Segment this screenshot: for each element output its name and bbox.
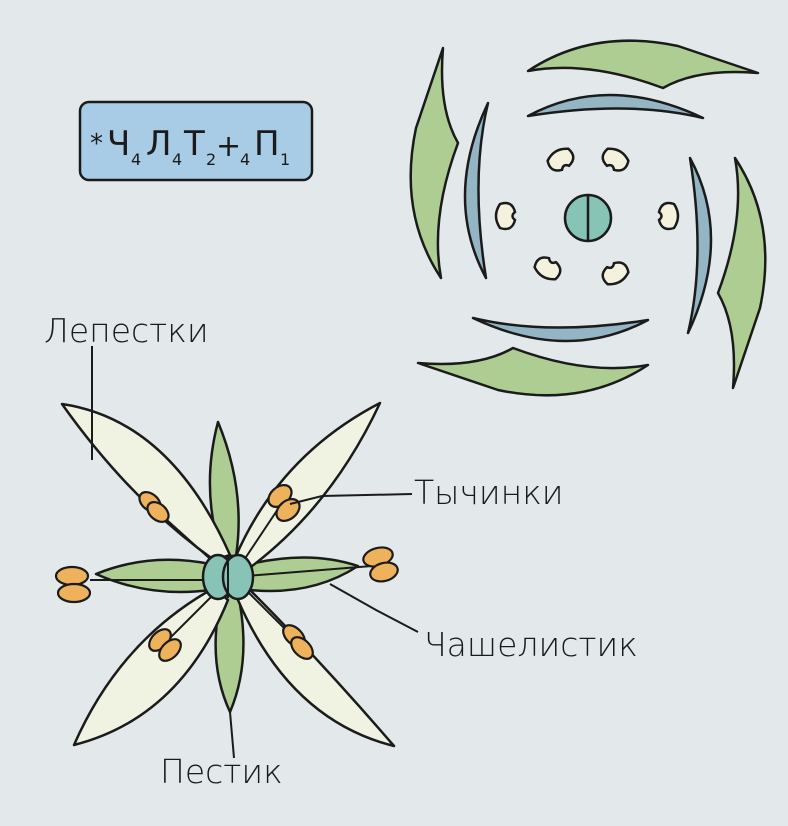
flower-petal-top-left xyxy=(60,402,232,562)
formula-sub-corolla: 4 xyxy=(172,150,182,169)
formula-sub-calyx: 4 xyxy=(131,150,141,169)
diagram-sepal-top xyxy=(526,39,760,90)
formula-symbol-corolla: Л xyxy=(146,124,172,164)
pistil-right-lobe xyxy=(221,553,255,601)
formula-sub-stamens-2: 4 xyxy=(240,150,250,169)
formula-plus: + xyxy=(216,129,241,164)
formula-sub-pistil: 1 xyxy=(280,150,290,169)
flower-sepal-top xyxy=(208,420,240,558)
diagram-petal-left xyxy=(463,101,490,280)
flower-sepal-right xyxy=(248,556,360,593)
diagram-petal-top xyxy=(526,93,705,120)
label-sepal: Чашелистик xyxy=(424,625,638,664)
flower-petal-top-right xyxy=(234,401,382,574)
diagram-stamen xyxy=(546,147,575,172)
flower-petal-bottom-left xyxy=(72,586,230,747)
flower-sepal-left xyxy=(94,558,212,594)
diagram-sepal-left xyxy=(409,46,460,280)
diagram-sepals xyxy=(409,39,767,397)
flower-anthers xyxy=(54,484,399,662)
anther xyxy=(369,561,399,583)
label-pistil: Пестик xyxy=(160,752,283,791)
flower-formula: * Ч 4 Л 4 Т 2 + 4 П 1 xyxy=(78,100,314,182)
flower-pistil xyxy=(201,553,255,601)
diagram-sepal-bottom xyxy=(416,346,650,397)
formula-prefix: * xyxy=(90,129,103,159)
formula-sub-stamens: 2 xyxy=(206,150,216,169)
anther xyxy=(146,501,170,523)
leader-lines xyxy=(91,346,419,759)
diagram-petal-bottom xyxy=(471,316,650,343)
floral-diagram xyxy=(409,39,767,397)
diagram-petal-right xyxy=(686,156,713,335)
diagram-stamen xyxy=(657,201,680,231)
filament xyxy=(239,505,281,567)
diagram-pistil xyxy=(563,193,613,243)
diagram-stamen xyxy=(601,147,630,172)
flower-sepals xyxy=(94,420,360,714)
flower-petals xyxy=(60,401,396,748)
label-stamens: Тычинки xyxy=(414,473,564,512)
diagram-stamens xyxy=(494,147,680,286)
leader-stamens xyxy=(289,493,413,505)
anther xyxy=(158,638,182,662)
anther xyxy=(290,636,314,660)
filament xyxy=(157,511,219,567)
anther xyxy=(56,582,92,604)
flower-illustration xyxy=(54,401,399,748)
formula-symbol-stamens: Т xyxy=(183,124,205,164)
formula-box xyxy=(78,100,314,182)
formula-symbol-pistil: П xyxy=(254,124,280,164)
anther xyxy=(54,565,90,587)
leader-sepal xyxy=(329,583,419,633)
diagram-sepal-right xyxy=(716,156,767,390)
diagram-stamen xyxy=(601,261,630,286)
filament xyxy=(165,589,219,643)
label-petals: Лепестки xyxy=(44,311,209,350)
diagram-petals xyxy=(463,93,713,343)
diagram-stamen xyxy=(494,201,517,231)
flower-petal-bottom-right xyxy=(236,584,396,748)
flower-sepal-bottom xyxy=(214,592,245,714)
formula-symbol-calyx: Ч xyxy=(107,124,130,164)
filament xyxy=(245,565,373,577)
leader-pistil xyxy=(229,711,235,759)
diagram-stamen xyxy=(533,256,562,281)
